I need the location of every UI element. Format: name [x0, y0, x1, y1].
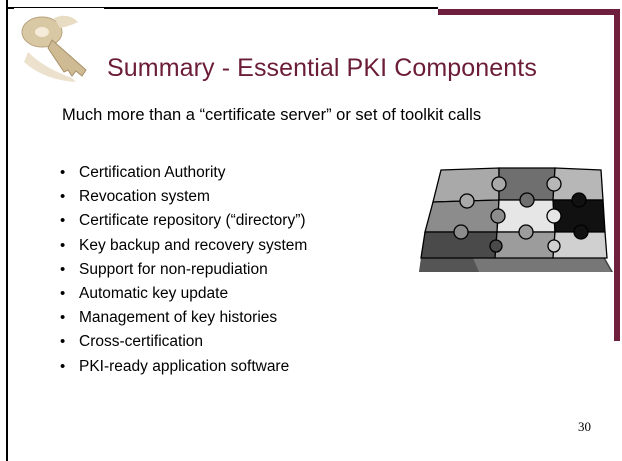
bullet-marker: • [60, 333, 66, 351]
bullet-item: • Cross-certification [60, 330, 307, 354]
key-icon [14, 8, 104, 88]
bullet-item: • PKI-ready application software [60, 355, 307, 379]
bullet-text: Certificate repository (“directory”) [79, 212, 306, 230]
bullet-item: • Key backup and recovery system [60, 234, 307, 258]
puzzle-icon [419, 167, 613, 272]
bullet-text: Management of key histories [79, 309, 278, 327]
bullet-item: • Revocation system [60, 185, 307, 209]
bullet-text: PKI-ready application software [79, 357, 290, 375]
bullet-text: Revocation system [79, 188, 210, 206]
bullet-text: Key backup and recovery system [79, 236, 308, 254]
bullet-marker: • [60, 357, 66, 375]
bullet-item: • Certification Authority [60, 161, 307, 185]
bullet-item: • Support for non-repudiation [60, 258, 307, 282]
bullet-text: Automatic key update [79, 284, 229, 302]
bullet-item: • Automatic key update [60, 282, 307, 306]
bullet-marker: • [60, 164, 66, 181]
frame-left-border [6, 0, 8, 461]
bullet-marker: • [60, 309, 66, 327]
bullet-marker: • [60, 212, 66, 230]
bullet-item: • Certificate repository (“directory”) [60, 209, 307, 233]
bullet-item: • Management of key histories [60, 306, 307, 330]
bullet-text: Cross-certification [79, 333, 204, 351]
bullet-list: • Certification Authority • Revocation sys… [60, 161, 307, 379]
bullet-text: Support for non-repudiation [79, 260, 268, 278]
frame-right-accent-bar [614, 9, 620, 341]
bullet-marker: • [60, 284, 66, 302]
slide-subtitle: Much more than a “certificate server” or… [62, 106, 482, 124]
slide-title: Summary - Essential PKI Components [107, 54, 537, 82]
bullet-text: Certification Authority [79, 164, 226, 181]
bullet-marker: • [60, 260, 66, 278]
bullet-marker: • [60, 188, 66, 206]
bullet-marker: • [60, 236, 66, 254]
page-number: 30 [578, 419, 591, 434]
frame-top-border [6, 7, 438, 9]
frame-top-accent-bar [438, 9, 620, 15]
